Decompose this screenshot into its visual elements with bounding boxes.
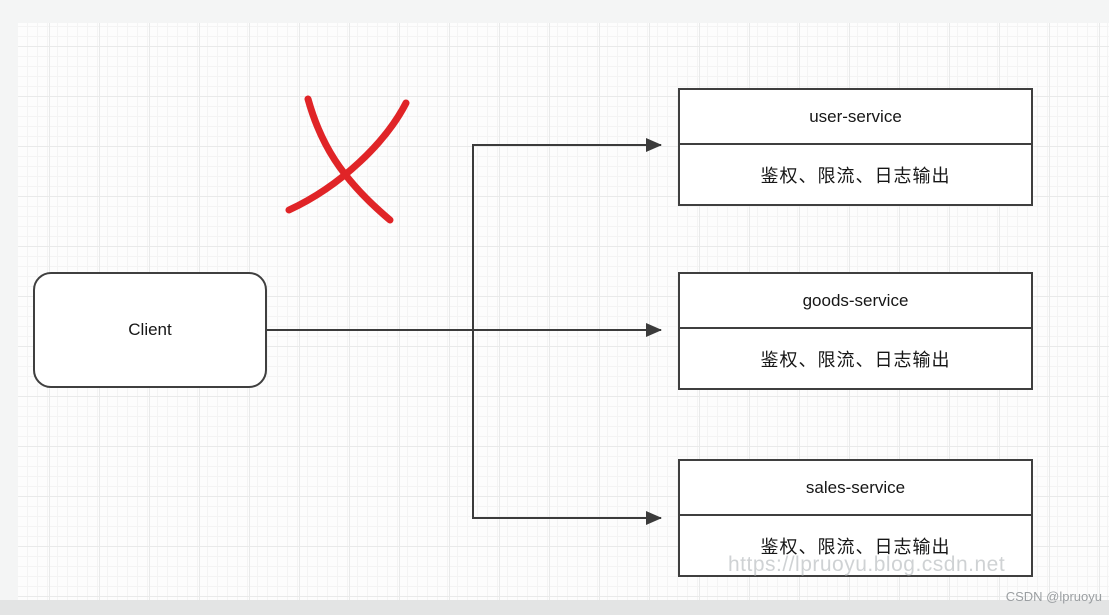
- watermark-credit: CSDN @lpruoyu: [1005, 589, 1102, 604]
- service-features: 鉴权、限流、日志输出: [760, 165, 951, 186]
- service-title: sales-service: [680, 461, 1031, 516]
- service-title: goods-service: [680, 274, 1031, 329]
- watermark-url: https://lpruoyu.blog.csdn.net: [728, 553, 1006, 576]
- client-node: Client: [33, 272, 267, 388]
- client-label: Client: [128, 320, 172, 339]
- service-features: 鉴权、限流、日志输出: [760, 536, 951, 557]
- bottom-strip: [0, 600, 1109, 615]
- service-node-sales: sales-service 鉴权、限流、日志输出: [678, 459, 1033, 577]
- service-title: user-service: [680, 90, 1031, 145]
- service-node-user: user-service 鉴权、限流、日志输出: [678, 88, 1033, 206]
- service-features: 鉴权、限流、日志输出: [760, 349, 951, 370]
- service-node-goods: goods-service 鉴权、限流、日志输出: [678, 272, 1033, 390]
